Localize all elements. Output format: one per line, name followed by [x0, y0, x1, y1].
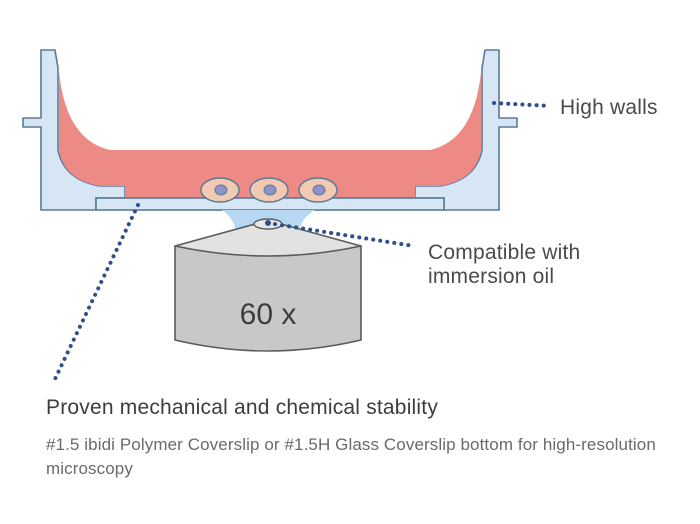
cell-icon	[200, 177, 240, 203]
microscope-objective-icon	[174, 218, 362, 352]
cell-icon	[249, 177, 289, 203]
caption-description: #1.5 ibidi Polymer Coverslip or #1.5H Gl…	[46, 435, 656, 478]
leader-line-coverslip	[53, 203, 140, 381]
leader-dot-oil	[265, 220, 271, 226]
callout-high-walls: High walls	[560, 96, 658, 119]
cell-icon	[298, 177, 338, 203]
objective-magnification: 60 x	[240, 298, 297, 331]
callout-immersion-oil: Compatible with immersion oil	[428, 241, 581, 288]
leader-line-high-walls	[492, 101, 552, 108]
caption-title: Proven mechanical and chemical stability	[46, 396, 439, 419]
culture-medium	[59, 72, 481, 198]
